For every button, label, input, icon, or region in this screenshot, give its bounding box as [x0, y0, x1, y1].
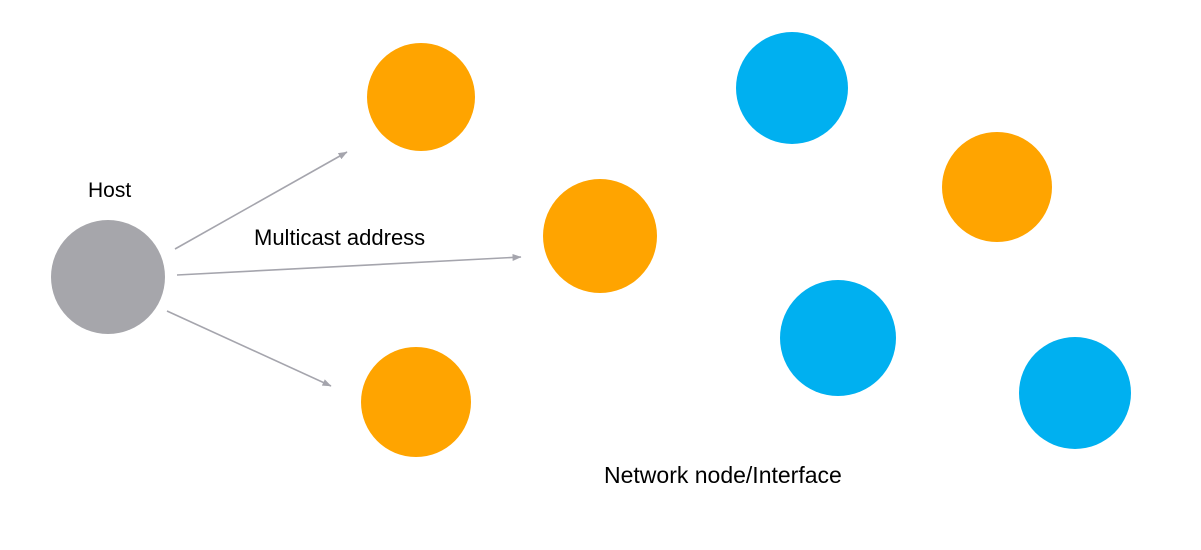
circle-node-blue-top[interactable] — [736, 32, 848, 144]
circle-node-orange-top[interactable] — [367, 43, 475, 151]
circle-node-orange-bottom[interactable] — [361, 347, 471, 457]
arrow-host-to-orange-top — [174, 151, 348, 250]
circle-node-blue-middle[interactable] — [780, 280, 896, 396]
network-node-interface-label: Network node/Interface — [604, 462, 842, 488]
circle-node-orange-right[interactable] — [942, 132, 1052, 242]
arrows-layer — [166, 151, 522, 387]
nodes-layer — [51, 32, 1131, 457]
circle-node-orange-middle[interactable] — [543, 179, 657, 293]
arrow-host-to-orange-middle — [176, 253, 522, 276]
host-label: Host — [88, 179, 132, 202]
arrow-host-to-orange-bottom — [166, 310, 332, 387]
circle-node-host[interactable] — [51, 220, 165, 334]
multicast-address-label: Multicast address — [254, 225, 426, 250]
circle-node-blue-bottom[interactable] — [1019, 337, 1131, 449]
